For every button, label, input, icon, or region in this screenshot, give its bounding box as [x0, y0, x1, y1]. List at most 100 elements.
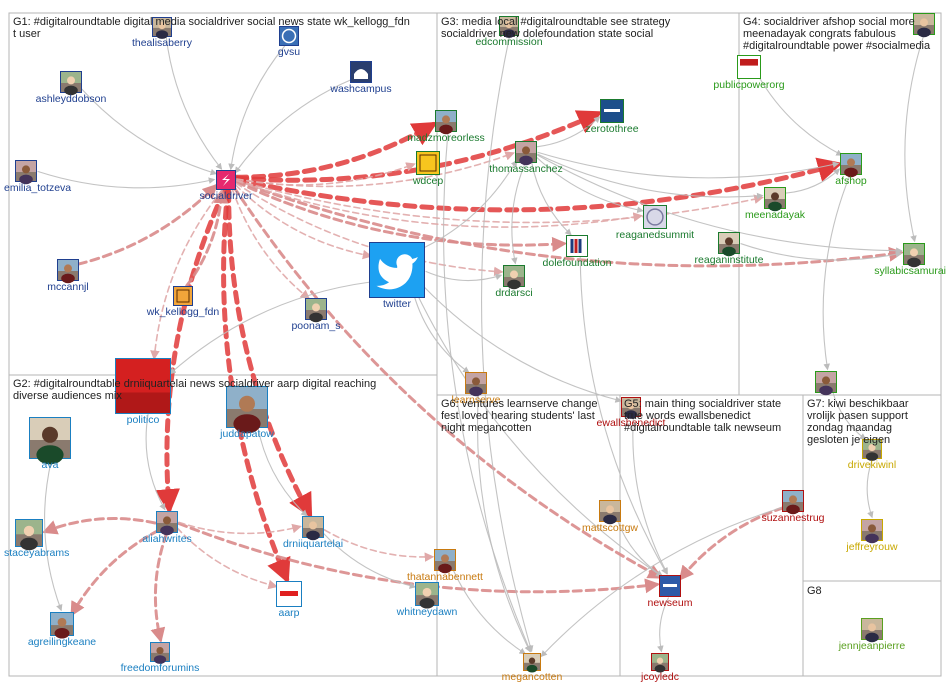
group-frame-g6 [436, 394, 621, 677]
node-reaganedsummit[interactable]: reaganedsummit [616, 205, 694, 241]
node-juddapatow[interactable]: juddapatow [219, 386, 274, 440]
group-label-g6: G6: ventures learnserve change fest love… [441, 398, 601, 434]
node-whitneydawn[interactable]: whitneydawn [396, 582, 458, 618]
edge-suzannestrug-to-newseum [678, 506, 785, 581]
edge-ava-to-agreilingkeane [44, 459, 63, 612]
edge-socialdriver-to-politico [150, 189, 223, 361]
node-twitter[interactable]: twitter [369, 242, 425, 310]
node-wk_kellogg_fdn[interactable]: wk_kellogg_fdn [146, 286, 220, 318]
node-label-thomassanchez: thomassanchez [489, 163, 563, 175]
capitol-logo-icon [350, 61, 372, 83]
node-poonam_s[interactable]: poonam_s [291, 298, 341, 332]
node-label-ashleyddobson: ashleyddobson [36, 93, 107, 105]
node-drniiquartelai[interactable]: drniiquartelai [283, 516, 343, 550]
node-label-mattscottgw: mattscottgw [582, 522, 638, 534]
node-freedomforumins[interactable]: freedomforumins [121, 642, 200, 674]
node-socialdriver[interactable]: socialdriver [199, 170, 253, 202]
node-jeffreyrouw[interactable]: jeffreyrouw [845, 519, 898, 553]
group-labels-layer: G1: #digitalroundtable digital media soc… [13, 16, 931, 597]
node-wdcep[interactable]: wdcep [412, 151, 444, 187]
node-megancotten[interactable]: megancotten [502, 653, 563, 683]
seal-logo-icon [643, 205, 667, 229]
node-thatannabennett[interactable]: thatannabennett [407, 549, 483, 583]
node-jennjeanpierre[interactable]: jennjeanpierre [838, 618, 906, 652]
node-label-meenadayak: meenadayak [745, 209, 806, 221]
group-label-g8: G8 [807, 585, 822, 597]
node-aliahwrites[interactable]: aliahwrites [142, 511, 192, 545]
node-label-gvsu: gvsu [278, 46, 300, 58]
node-washcampus[interactable]: washcampus [329, 61, 392, 95]
node-label-politico: politico [127, 414, 160, 426]
node-gvsu[interactable]: gvsu [278, 26, 300, 58]
edge-twitter-to-newseum [415, 291, 663, 577]
node-socialmedia_node[interactable] [913, 13, 935, 38]
avatar-photo-icon [57, 259, 79, 284]
node-edcommission[interactable]: edcommission [475, 16, 543, 48]
node-label-suzannestrug: suzannestrug [761, 512, 824, 524]
node-emilia_totzeva[interactable]: emilia_totzeva [4, 160, 71, 194]
node-ashleyddobson[interactable]: ashleyddobson [36, 71, 107, 105]
node-label-washcampus: washcampus [329, 83, 391, 95]
dole-logo-icon [566, 235, 588, 257]
node-g4_bottom[interactable] [815, 371, 837, 396]
node-mccannjl[interactable]: mccannjl [47, 259, 89, 293]
avatar-photo-icon [903, 243, 925, 268]
node-learnserve[interactable]: learnserve [451, 372, 501, 406]
node-aarp[interactable]: aarp [276, 581, 302, 619]
edge-mccannjl-to-socialdriver [76, 183, 218, 266]
node-label-twitter: twitter [383, 298, 412, 310]
node-thomassanchez[interactable]: thomassanchez [489, 141, 563, 175]
avatar-photo-icon [150, 642, 170, 664]
node-drdarsci[interactable]: drdarsci [495, 265, 533, 299]
edge-drniiquartelai-to-whitneydawn [322, 532, 417, 589]
node-ava[interactable]: ava [29, 417, 71, 471]
node-label-jennjeanpierre: jennjeanpierre [838, 640, 906, 652]
avatar-photo-icon [15, 519, 43, 551]
node-zerotothree[interactable]: zerotothree [585, 99, 639, 135]
node-label-madzmoreorless: madzmoreorless [407, 132, 485, 144]
edge-edcommission-to-megancotten [480, 36, 534, 653]
avatar-photo-icon [29, 417, 71, 465]
avatar-photo-icon [156, 511, 178, 536]
edge-socialdriver-to-wdcep [236, 162, 416, 186]
node-jcoyledc[interactable]: jcoyledc [640, 653, 679, 683]
avatar-photo-icon [523, 653, 541, 673]
node-syllabicsamurai[interactable]: syllabicsamurai [874, 243, 946, 277]
node-suzannestrug[interactable]: suzannestrug [761, 490, 825, 524]
edge-ewallsbenedict-to-newseum [632, 417, 668, 575]
node-ewallsbenedict[interactable]: ewallsbenedict [597, 397, 666, 429]
node-reaganinstitute[interactable]: reaganinstitute [695, 232, 764, 266]
node-agreilingkeane[interactable]: agreilingkeane [28, 612, 96, 648]
edge-socialdriver-to-twitter [234, 184, 373, 260]
node-meenadayak[interactable]: meenadayak [745, 187, 806, 221]
node-publicpowerorg[interactable]: publicpowerorg [713, 55, 785, 91]
edge-twitter-to-ewallsbenedict [421, 284, 622, 403]
edge-socialdriver-to-madzmoreorless [234, 121, 438, 180]
avatar-photo-icon [465, 372, 487, 397]
avatar-photo-icon [152, 17, 172, 39]
avatar-photo-icon [815, 371, 837, 396]
edge-aliahwrites-to-freedomforumins [150, 532, 168, 643]
node-politico[interactable]: politico [115, 358, 171, 426]
group-label-g2: G2: #digitalroundtable drniiquartelai ne… [13, 378, 379, 402]
node-label-publicpowerorg: publicpowerorg [713, 79, 784, 91]
avatar-photo-icon [861, 519, 883, 544]
node-thealisaberry[interactable]: thealisaberry [132, 17, 193, 49]
edge-thomassanchez-to-drdarsci [511, 163, 526, 265]
node-drivekiwinl[interactable]: drivekiwinl [848, 439, 896, 471]
node-label-wk_kellogg_fdn: wk_kellogg_fdn [146, 306, 220, 318]
node-dolefoundation[interactable]: dolefoundation [543, 235, 612, 269]
node-madzmoreorless[interactable]: madzmoreorless [407, 110, 485, 144]
edge-socialdriver-to-poonam_s [231, 188, 311, 300]
edge-learnserve-to-megancotten [476, 394, 531, 653]
node-afshop[interactable]: afshop [835, 153, 867, 187]
edge-g4_bottom-to-drivekiwinl [832, 391, 867, 440]
edge-socialdriver-to-drniiquartelai [226, 188, 313, 519]
node-mattscottgw[interactable]: mattscottgw [582, 500, 638, 534]
node-staceyabrams[interactable]: staceyabrams [4, 519, 69, 559]
socialdriver-logo-icon [216, 170, 236, 190]
avatar-photo-icon [50, 612, 74, 639]
edge-aliahwrites-to-aarp [176, 527, 278, 590]
node-newseum[interactable]: newseum [648, 575, 693, 609]
avatar-photo-icon [434, 549, 456, 574]
